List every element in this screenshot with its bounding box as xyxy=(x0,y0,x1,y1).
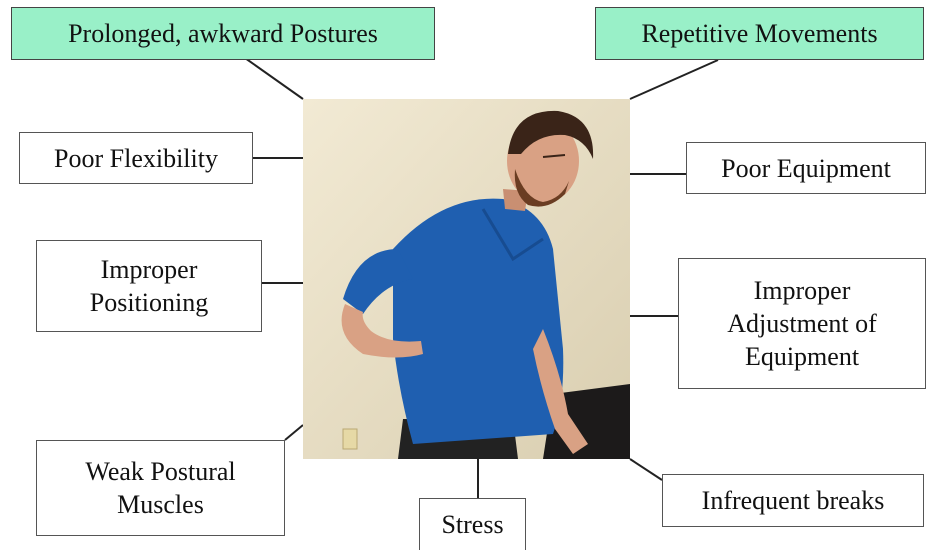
label-repetitive-movements-text: Repetitive Movements xyxy=(641,19,878,48)
label-repetitive-movements: Repetitive Movements xyxy=(595,7,924,60)
label-improper-adjustment-line1: Improper xyxy=(753,276,851,305)
label-improper-positioning: Improper Positioning xyxy=(36,240,262,332)
label-improper-positioning-line1: Improper xyxy=(100,255,198,284)
label-improper-positioning-line2: Positioning xyxy=(89,288,209,317)
label-poor-equipment-text: Poor Equipment xyxy=(721,153,891,183)
label-improper-adjustment-line2: Adjustment of xyxy=(727,309,877,338)
connector-infrequent-breaks xyxy=(629,458,663,481)
label-infrequent-breaks-text: Infrequent breaks xyxy=(701,486,885,515)
connector-repetitive-movements xyxy=(629,59,719,100)
label-poor-flexibility: Poor Flexibility xyxy=(19,132,253,184)
label-improper-adjustment: Improper Adjustment of Equipment xyxy=(678,258,926,389)
label-improper-adjustment-line3: Equipment xyxy=(744,342,860,371)
label-poor-equipment: Poor Equipment xyxy=(686,142,926,194)
label-infrequent-breaks: Infrequent breaks xyxy=(662,474,924,527)
label-stress: Stress xyxy=(419,498,526,550)
person-photo xyxy=(303,99,630,459)
person-illustration xyxy=(303,99,630,459)
connector-weak-postural-muscles xyxy=(284,424,304,441)
label-weak-postural-muscles-line2: Muscles xyxy=(117,490,204,519)
connector-prolonged-postures xyxy=(244,57,304,100)
label-weak-postural-muscles: Weak Postural Muscles xyxy=(36,440,285,536)
label-stress-text: Stress xyxy=(441,510,504,539)
label-prolonged-postures: Prolonged, awkward Postures xyxy=(11,7,435,60)
label-poor-flexibility-text: Poor Flexibility xyxy=(54,143,218,173)
label-weak-postural-muscles-line1: Weak Postural xyxy=(85,457,236,486)
label-prolonged-postures-text: Prolonged, awkward Postures xyxy=(68,19,378,48)
